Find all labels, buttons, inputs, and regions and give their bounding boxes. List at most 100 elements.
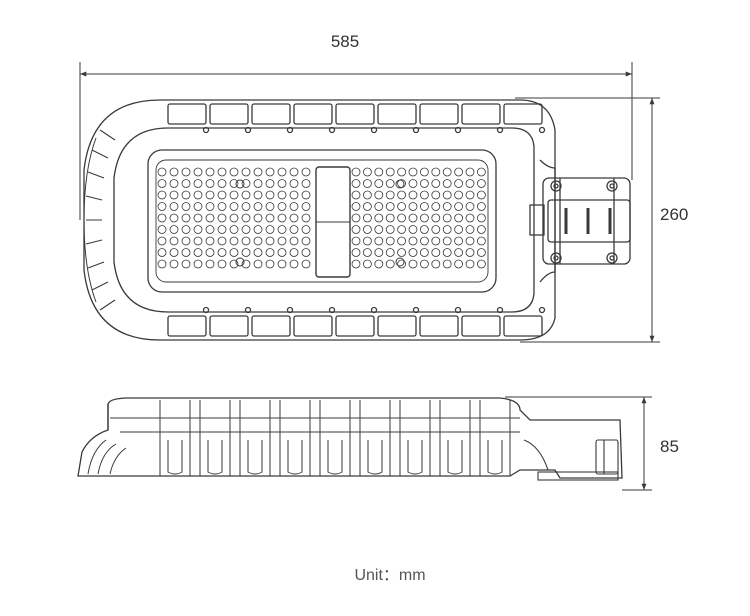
side-housing [77, 397, 623, 479]
led-dot [408, 190, 418, 200]
side-slot [407, 440, 423, 475]
led-dot [265, 179, 275, 188]
led-dot [362, 225, 372, 234]
led-dot [362, 190, 372, 200]
led-dot [169, 190, 179, 200]
led-dot [385, 225, 395, 234]
led-dot [217, 259, 227, 269]
led-dot [419, 213, 429, 223]
led-dot [385, 202, 395, 211]
led-dot [169, 236, 179, 246]
led-dot [277, 248, 287, 257]
side-slot [207, 440, 223, 475]
led-dot [385, 167, 395, 177]
led-dot [289, 190, 299, 200]
led-dot [362, 259, 372, 269]
fin-top [335, 103, 375, 125]
rivet [244, 126, 252, 134]
led-dot [289, 236, 299, 246]
led-dot [374, 236, 384, 246]
housing-outline [83, 99, 556, 341]
led-dot [374, 248, 384, 257]
led-dot [476, 202, 486, 211]
led-dot [419, 248, 429, 257]
led-dot [301, 225, 311, 234]
led-dot [277, 167, 287, 177]
side-fin [359, 400, 391, 476]
led-dot [442, 167, 452, 177]
fin-bottom [503, 315, 543, 337]
led-dot [241, 213, 251, 223]
fin-top [419, 103, 459, 125]
panel-screws [235, 179, 405, 267]
led-dot [181, 202, 191, 211]
rivet [496, 306, 504, 314]
led-dot [419, 190, 429, 200]
led-dot [362, 213, 372, 223]
led-dot [476, 236, 486, 246]
led-dot [169, 259, 179, 269]
led-dot [442, 190, 452, 200]
led-dot [229, 248, 239, 257]
led-dot [169, 248, 179, 257]
led-dot [241, 225, 251, 234]
left-cooling-fins [83, 129, 116, 311]
led-dot [217, 248, 227, 257]
led-dot [465, 225, 475, 234]
top-view [83, 99, 631, 341]
led-dot [385, 259, 395, 269]
led-dot [277, 202, 287, 211]
led-dot [419, 202, 429, 211]
rivet [412, 126, 420, 134]
led-dot [362, 248, 372, 257]
led-dot [229, 236, 239, 246]
rivet [370, 126, 378, 134]
led-dot [229, 167, 239, 177]
rivet [202, 126, 210, 134]
led-dot [397, 259, 407, 269]
led-dot [277, 259, 287, 269]
led-dot [301, 190, 311, 200]
led-dot [408, 202, 418, 211]
led-dot [374, 225, 384, 234]
top-cooling-fins [167, 103, 546, 134]
rivet [328, 126, 336, 134]
led-dot [217, 179, 227, 188]
led-dot [193, 236, 203, 246]
led-dot [277, 213, 287, 223]
led-dot [301, 248, 311, 257]
led-dot [465, 213, 475, 223]
led-dot [442, 202, 452, 211]
led-dot [442, 179, 452, 188]
led-dot [169, 167, 179, 177]
led-dot [217, 213, 227, 223]
unit-note: Unit：mm [354, 567, 425, 584]
led-dot [442, 248, 452, 257]
led-dot [289, 202, 299, 211]
rivet [244, 306, 252, 314]
led-dot [419, 259, 429, 269]
side-fin [199, 400, 231, 476]
led-dot [193, 248, 203, 257]
led-dot [253, 202, 263, 211]
side-view [77, 397, 623, 481]
led-dot [362, 179, 372, 188]
led-dot [253, 179, 263, 188]
led-dot [397, 190, 407, 200]
led-dot [351, 179, 361, 188]
led-dot [265, 202, 275, 211]
bottom-cooling-fins [167, 306, 546, 337]
led-dot [301, 202, 311, 211]
dimension-lines [79, 62, 660, 491]
led-dot [431, 225, 441, 234]
side-fin [239, 400, 271, 476]
rivet [538, 126, 546, 134]
led-dot [408, 213, 418, 223]
led-dot [397, 167, 407, 177]
fin-top [503, 103, 543, 125]
led-dot [362, 202, 372, 211]
led-dot [229, 190, 239, 200]
led-dot [217, 225, 227, 234]
led-dot [241, 179, 251, 188]
